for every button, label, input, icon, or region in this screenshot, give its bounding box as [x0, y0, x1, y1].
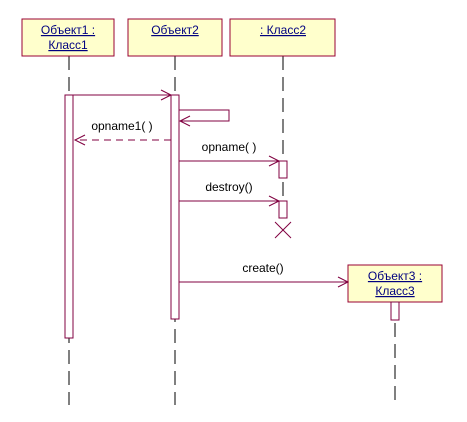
activation-klass2-opname — [278, 160, 288, 179]
activation-obj2 — [170, 94, 180, 320]
message-opname: opname( ) — [179, 140, 281, 167]
destroy-marker — [274, 221, 292, 239]
message-label-opname1: opname1( ) — [91, 119, 152, 133]
object-klass2-name: : Класс2 — [260, 23, 306, 37]
object-obj1-name: Объект1 : — [41, 23, 95, 37]
message-call-obj2 — [73, 89, 173, 101]
activation-obj3 — [390, 301, 400, 321]
object-obj1-class: Класс1 — [48, 38, 88, 52]
message-return-opname1: opname1( ) — [73, 119, 171, 146]
message-label-opname: opname( ) — [202, 140, 257, 154]
activation-klass2-destroy — [278, 200, 288, 219]
object-obj1: Объект1 : Класс1 — [21, 18, 115, 57]
message-label-create: create() — [242, 261, 283, 275]
message-destroy: destroy() — [179, 180, 281, 207]
object-obj3-class: Класс3 — [375, 284, 415, 298]
object-klass2: : Класс2 — [229, 18, 336, 57]
object-obj3: Объект3 : Класс3 — [347, 264, 443, 303]
object-obj3-name: Объект3 : — [368, 269, 422, 283]
object-obj2: Объект2 — [127, 18, 223, 57]
message-label-destroy: destroy() — [205, 180, 252, 194]
object-obj2-name: Объект2 — [151, 23, 199, 37]
activation-obj1 — [64, 94, 74, 339]
message-self-obj2 — [178, 109, 230, 127]
message-create: create() — [179, 261, 350, 288]
